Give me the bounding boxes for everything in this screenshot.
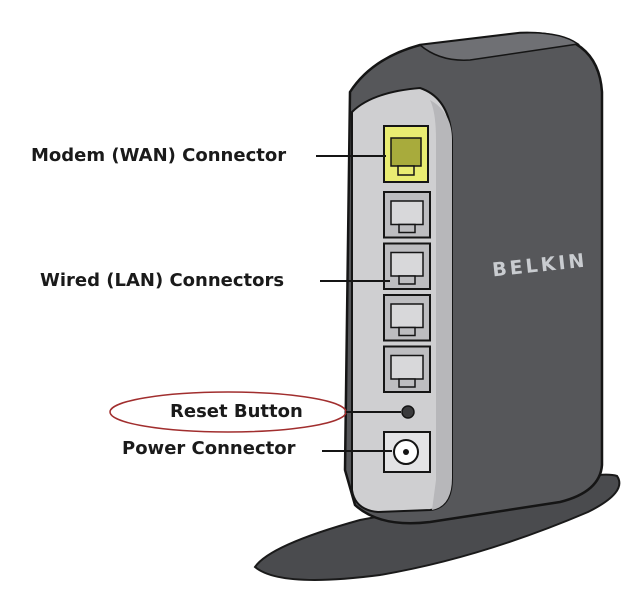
lan-ports	[383, 191, 431, 393]
lan-port	[383, 345, 431, 393]
label-power-connector: Power Connector	[122, 438, 296, 459]
router-top-edge	[418, 31, 580, 61]
label-lan-connectors: Wired (LAN) Connectors	[40, 270, 285, 291]
lan-port	[383, 294, 431, 342]
leader-lines	[316, 155, 401, 452]
wan-port	[383, 125, 429, 183]
panel-shade	[430, 100, 452, 510]
label-reset-button: Reset Button	[170, 401, 303, 422]
reset-button-icon	[401, 405, 415, 419]
lan-port	[383, 191, 431, 239]
lan-port	[383, 242, 431, 290]
label-wan-connector: Modem (WAN) Connector	[31, 145, 287, 166]
